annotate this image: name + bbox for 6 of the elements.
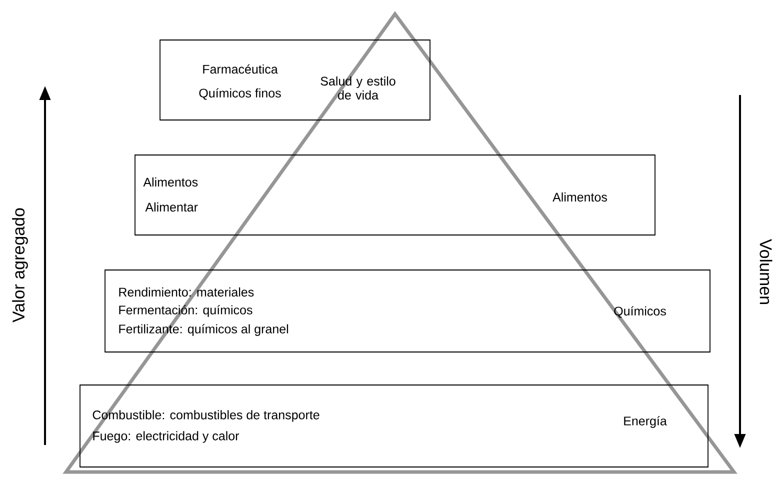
level-box: Combustible: combustibles de transporte Fuego: electricidad y calor Energía — [80, 384, 708, 468]
level-box: Rendimiento: materiales Fermentación: químicos Fertilizante: químicos al granel Químicos — [104, 270, 710, 352]
axis-label: Valor agregado — [12, 208, 28, 322]
level-box: Farmacéutica Químicos finos Salud y estilo de vida — [160, 40, 430, 120]
level-box: Alimentos Alimentar Alimentos — [134, 154, 656, 236]
axis-label: Volumen — [760, 239, 772, 304]
